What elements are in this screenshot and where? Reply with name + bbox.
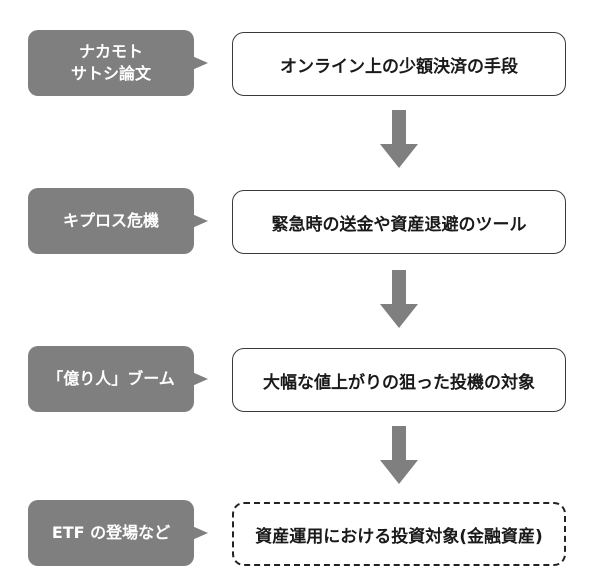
stage-4-pointer bbox=[192, 526, 208, 540]
stage-3-description: 大幅な値上がりの狙った投機の対象 bbox=[263, 372, 535, 393]
stage-3-label: 「億り人」ブーム bbox=[28, 346, 208, 412]
stage-4-label: ETF の登場など bbox=[28, 500, 208, 566]
stage-2-label-text: キプロス危機 bbox=[62, 211, 159, 230]
down-arrow-2 bbox=[380, 270, 418, 328]
down-arrow-3 bbox=[380, 426, 418, 484]
stage-1-label-text: ナカモト サトシ論文 bbox=[70, 42, 151, 83]
stage-4-label-text: ETF の登場など bbox=[51, 523, 171, 542]
stage-1-description-box: オンライン上の少額決済の手段 bbox=[232, 32, 566, 96]
stage-3-description-box: 大幅な値上がりの狙った投機の対象 bbox=[232, 348, 566, 412]
stage-2-pointer bbox=[192, 214, 208, 228]
stage-2-label: キプロス危機 bbox=[28, 188, 208, 254]
down-arrow-1 bbox=[380, 110, 418, 168]
stage-1-label: ナカモト サトシ論文 bbox=[28, 30, 208, 96]
stage-3-pointer bbox=[192, 372, 208, 386]
stage-4-description-box: 資産運用における投資対象(金融資産) bbox=[232, 502, 566, 566]
stage-3-label-text: 「億り人」ブーム bbox=[47, 369, 175, 388]
stage-2-description: 緊急時の送金や資産退避のツール bbox=[271, 214, 527, 235]
stage-2-description-box: 緊急時の送金や資産退避のツール bbox=[232, 190, 566, 254]
stage-4-description: 資産運用における投資対象(金融資産) bbox=[255, 526, 543, 547]
stage-1-pointer bbox=[192, 56, 208, 70]
stage-1-description: オンライン上の少額決済の手段 bbox=[280, 56, 518, 77]
